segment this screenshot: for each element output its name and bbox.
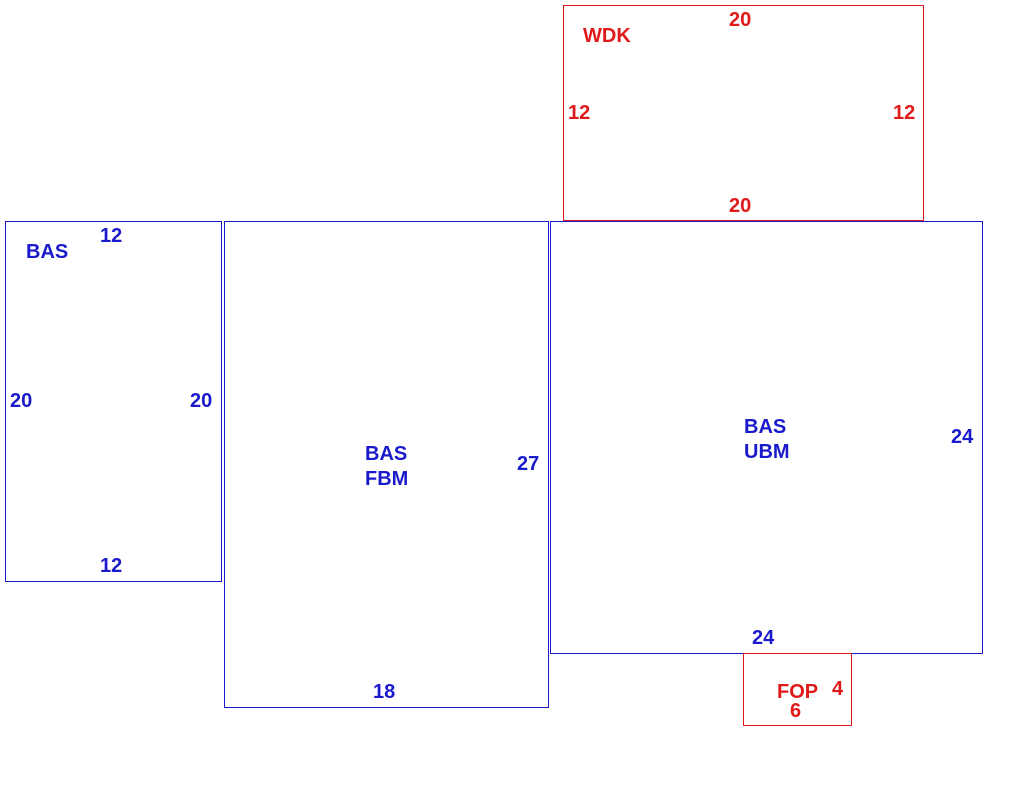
area-code-label: WDK	[583, 25, 631, 47]
dimension-bottom: 6	[790, 700, 802, 722]
dimension-top: 12	[100, 225, 123, 247]
dimension-right: 27	[517, 453, 540, 475]
area-bas-left	[5, 221, 222, 582]
area-code-label: BAS	[365, 443, 408, 465]
dimension-right: 12	[893, 102, 916, 124]
dimension-bottom: 20	[729, 195, 752, 217]
area-subcode-label: UBM	[744, 441, 790, 463]
dimension-top: 20	[729, 9, 752, 31]
dimension-right: 4	[832, 678, 844, 700]
dimension-right: 24	[951, 426, 974, 448]
area-wdk-deck	[563, 5, 924, 221]
dimension-left: 20	[10, 390, 33, 412]
area-code-label: FOP	[777, 681, 819, 703]
dimension-right: 20	[190, 390, 213, 412]
area-code-label: BAS	[744, 416, 787, 438]
area-fop-porch	[743, 653, 852, 726]
dimension-left: 12	[568, 102, 591, 124]
dimension-bottom: 12	[100, 555, 123, 577]
area-code-label: BAS	[26, 241, 69, 263]
area-bas-fbm	[224, 221, 549, 708]
area-subcode-label: FBM	[365, 468, 409, 490]
dimension-bottom: 24	[752, 627, 775, 649]
dimension-bottom: 18	[373, 681, 396, 703]
